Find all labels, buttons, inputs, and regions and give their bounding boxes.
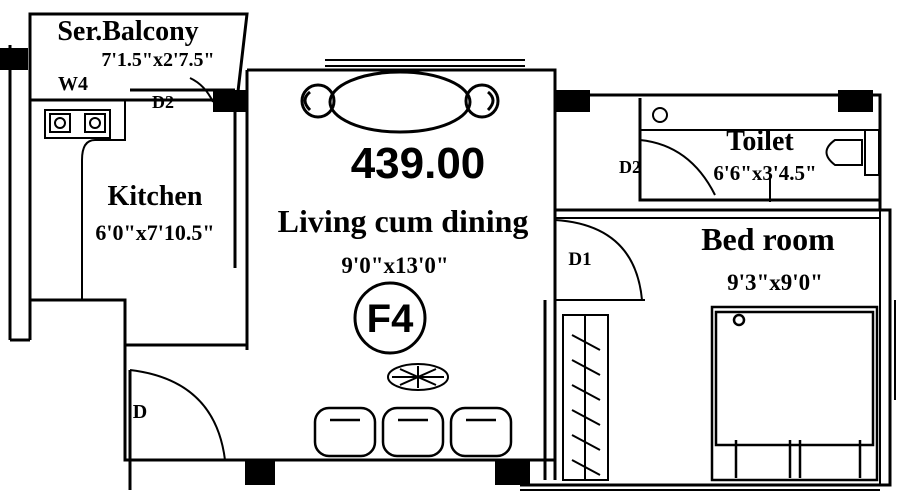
armchairs-icon <box>313 406 513 458</box>
balcony-name: Ser.Balcony <box>57 16 198 47</box>
ceiling-fan-icon <box>387 363 449 391</box>
unit-tag-circle <box>353 281 427 355</box>
door-d2-kitchen <box>189 77 214 103</box>
bedroom-name: Bed room <box>701 221 835 257</box>
kitchen-name: Kitchen <box>108 181 203 212</box>
area-label: 439.00 <box>351 139 486 188</box>
kitchen-wall <box>8 45 32 342</box>
stove-icon <box>44 109 111 139</box>
toilet-dims: 6'6"x3'4.5" <box>713 161 816 185</box>
door-d-entry <box>129 369 226 461</box>
unit-tag-label: F4 <box>367 297 414 341</box>
bedroom-wall <box>520 208 892 487</box>
window-w4-label: W4 <box>58 73 88 95</box>
door-d2-kitchen-label: D2 <box>152 92 174 112</box>
kitchen-counter <box>30 99 126 300</box>
door-d1 <box>554 219 643 301</box>
wc-icon <box>652 107 880 202</box>
door-d1-label: D1 <box>568 249 591 270</box>
dining-table-icon <box>300 70 500 134</box>
living-dims: 9'0"x13'0" <box>341 253 448 278</box>
bed-icon <box>710 305 879 482</box>
door-d-entry-label: D <box>133 401 147 423</box>
toilet-wall <box>555 93 882 210</box>
wall-posts <box>0 48 873 485</box>
wardrobe-hangers-icon <box>571 334 601 476</box>
bedroom-dims: 9'3"x9'0" <box>727 270 823 295</box>
door-d2-toilet <box>639 139 716 196</box>
living-name: Living cum dining <box>278 203 529 239</box>
kitchen-dims: 6'0"x7'10.5" <box>95 220 214 245</box>
balcony-dims: 7'1.5"x2'7.5" <box>101 49 214 71</box>
living-wall <box>247 68 557 130</box>
toilet-name: Toilet <box>726 126 794 157</box>
door-d2-toilet-label: D2 <box>619 157 641 177</box>
